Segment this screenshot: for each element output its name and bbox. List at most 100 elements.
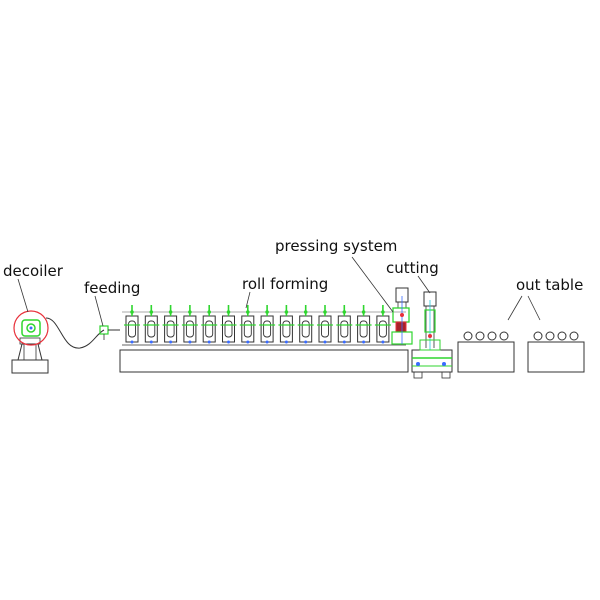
roll-stand-roller: [128, 320, 136, 338]
roll-stand-gear: [149, 340, 153, 344]
roll-stand-bolt: [323, 310, 327, 314]
roll-stand-gear: [362, 340, 366, 344]
roll-stand: [181, 305, 198, 344]
feeding-guide: [99, 325, 120, 340]
out-table-roller: [487, 331, 497, 341]
roll-stand-gear: [130, 340, 134, 344]
roll-stand: [374, 305, 391, 344]
pressing-system-unit: [391, 287, 413, 345]
steel-strip: [45, 317, 105, 349]
label-feeding: feeding: [84, 279, 140, 297]
roll-stand: [317, 305, 333, 344]
out-table-roller: [533, 331, 543, 341]
roll-stand-roller: [359, 320, 368, 338]
roll-stand-frame: [164, 315, 178, 343]
roll-stand-gear: [227, 340, 230, 344]
out-table-2-rollers: [533, 331, 579, 341]
roll-stand-roller: [243, 320, 252, 338]
roll-stand-frame: [318, 315, 332, 343]
roll-stand-frame: [260, 315, 274, 343]
roll-stand-bolt: [303, 310, 308, 314]
decoiler-stand: [17, 343, 43, 361]
out-table-roller: [475, 331, 485, 341]
roll-stand-frame: [279, 315, 293, 343]
label-cutting: cutting: [386, 259, 439, 277]
roll-stand-roller: [378, 320, 387, 338]
roll-stand-gear: [169, 340, 173, 344]
roll-stand: [336, 305, 353, 344]
roll-stand-frame: [144, 315, 158, 343]
roll-forming-machine: [119, 305, 409, 373]
roll-stand-bolt: [149, 310, 154, 314]
label-pressing-system: pressing system: [275, 237, 397, 255]
out-table-1: [457, 331, 515, 373]
roll-stand-bolt: [207, 310, 211, 314]
out-table-2: [527, 331, 585, 373]
roll-stand-roller: [301, 320, 310, 338]
cutting-base: [411, 349, 453, 373]
decoiler-coil-outline: [13, 310, 49, 346]
roll-stand-roller: [205, 320, 214, 338]
roll-stand: [124, 305, 140, 344]
roll-stand-roller: [263, 320, 272, 338]
roll-stand-frame: [376, 315, 390, 343]
decoiler-base: [11, 359, 49, 374]
roll-stand-frame: [357, 315, 371, 343]
roll-stand-bolt: [226, 310, 231, 314]
roll-stand-gear: [188, 340, 192, 344]
roll-stand-frame: [222, 315, 235, 343]
out-table-roller: [499, 331, 509, 341]
roll-stand-gear: [207, 340, 211, 344]
roll-stand: [143, 305, 160, 344]
roll-stand: [201, 305, 218, 344]
roll-stand-roller: [224, 320, 233, 338]
roll-stand-bolt: [246, 310, 250, 314]
roll-stand-bolt: [168, 310, 173, 314]
roll-stand-gear: [246, 340, 250, 344]
roll-stand-roller: [166, 320, 175, 338]
roll-stand-bolt: [361, 310, 366, 314]
roll-stand-bolt: [284, 310, 289, 314]
roll-stand-roller: [321, 320, 329, 338]
roll-forming-base: [119, 349, 409, 373]
roll-stand-roller: [147, 320, 156, 338]
roll-stand-gear: [381, 340, 385, 344]
cutting-unit: [411, 291, 453, 379]
roll-stand: [297, 305, 314, 344]
roll-stand-bolt: [130, 310, 134, 314]
decoiler-drum: [21, 319, 41, 337]
roll-stand-gear: [265, 340, 269, 344]
roll-stand-bolt: [188, 310, 192, 314]
label-roll-forming: roll forming: [242, 275, 328, 293]
roll-stand: [259, 305, 276, 344]
roll-stand-roller: [185, 320, 194, 338]
roll-stand-bolt: [342, 310, 347, 314]
roll-stand-roller: [340, 320, 349, 338]
roll-stand-frame: [337, 315, 351, 343]
roll-stand-gear: [342, 340, 346, 344]
out-table-roller: [463, 331, 473, 341]
roll-stand-gear: [304, 340, 308, 344]
out-table-roller: [569, 331, 579, 341]
roll-stand-frame: [125, 315, 139, 343]
label-decoiler: decoiler: [3, 262, 64, 280]
roll-stand-bolt: [265, 310, 269, 314]
out-table-1-rollers: [463, 331, 509, 341]
roll-stand-roller: [282, 320, 291, 338]
roll-stand-frame: [202, 315, 216, 343]
out-table-roller: [557, 331, 567, 341]
roll-stand-bolt: [381, 310, 385, 314]
roll-stand: [162, 305, 179, 344]
decoiler-unit: [11, 310, 49, 374]
roll-stand-gear: [323, 340, 327, 344]
out-table-roller: [545, 331, 555, 341]
roll-stand-frame: [299, 315, 313, 343]
roll-stand-frame: [183, 315, 197, 343]
leader-lines: [17, 256, 541, 327]
roll-stand: [355, 305, 372, 344]
roll-stand: [278, 305, 295, 344]
roll-stands: [124, 305, 391, 344]
roll-stand: [220, 305, 237, 344]
roll-stand: [239, 305, 256, 344]
